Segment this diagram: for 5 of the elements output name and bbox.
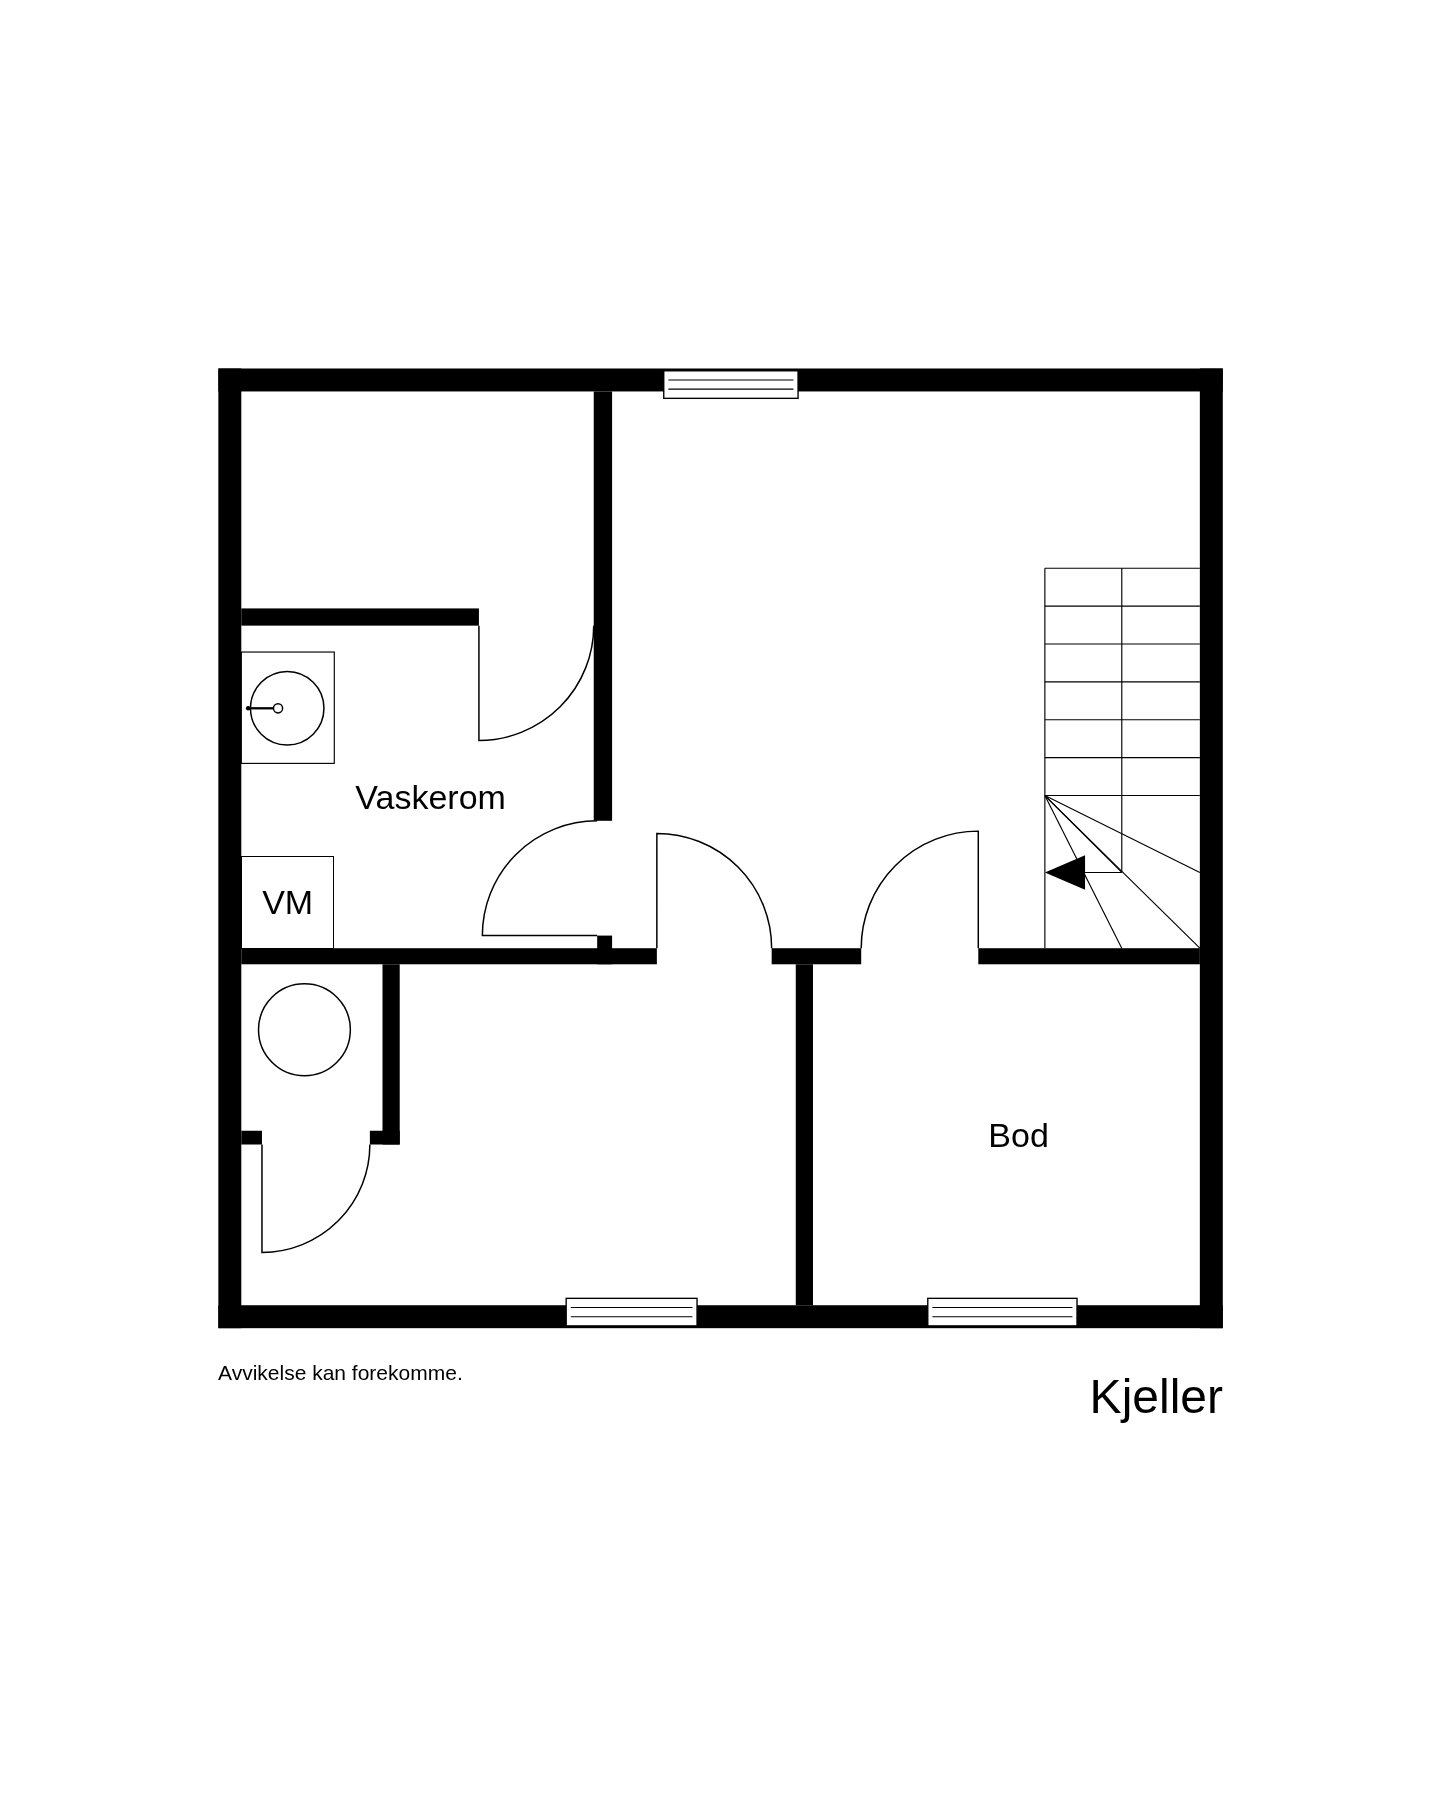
floor-title: Kjeller	[1089, 1373, 1223, 1421]
room-label: Bod	[988, 1117, 1049, 1152]
room-label: Vaskerom	[355, 779, 506, 814]
disclaimer-note: Avvikelse kan forekomme.	[218, 1360, 463, 1386]
appliance-box: VM	[241, 855, 335, 949]
